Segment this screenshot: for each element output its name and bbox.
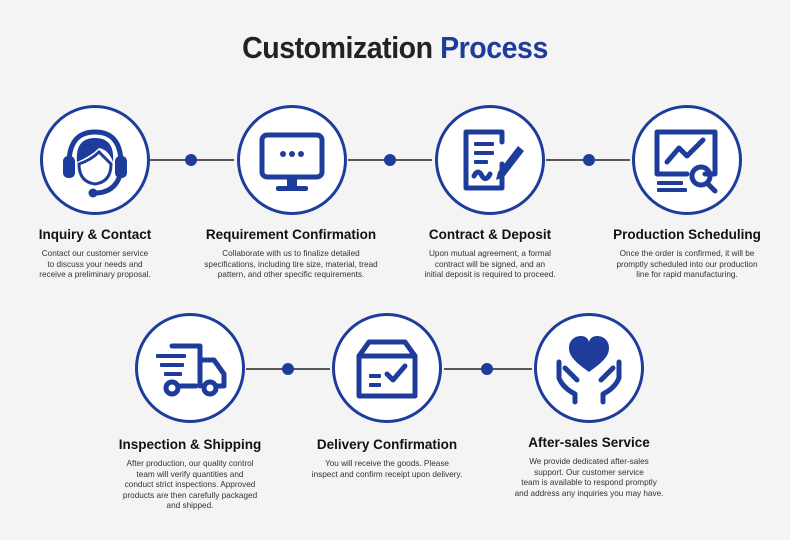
heart-hands-icon <box>556 336 622 405</box>
step-5-circle <box>135 313 245 423</box>
step-2-title: Requirement Confirmation <box>205 227 377 242</box>
step-4-title: Production Scheduling <box>613 227 761 242</box>
step-3-desc: Upon mutual agreement, a formal contract… <box>424 249 556 280</box>
connector-dot <box>583 154 595 166</box>
step-6-title: Delivery Confirmation <box>316 437 458 452</box>
connector-dot <box>384 154 396 166</box>
connector-dot <box>185 154 197 166</box>
connector-dot <box>282 363 294 375</box>
step-3-title: Contract & Deposit <box>428 227 552 242</box>
contract-sign-icon <box>463 129 524 191</box>
step-6-desc: You will receive the goods. Please inspe… <box>311 459 463 479</box>
step-5-title: Inspection & Shipping <box>118 437 262 452</box>
connector-dot <box>481 363 493 375</box>
step-2-desc: Collaborate with us to finalize detailed… <box>204 249 378 280</box>
step-1-title: Inquiry & Contact <box>38 227 152 242</box>
step-3-circle <box>435 105 545 215</box>
step-6-circle <box>332 313 442 423</box>
title-word-2: Process <box>440 30 548 65</box>
step-1-desc: Contact our customer service to discuss … <box>39 249 151 280</box>
page-title: Customization Process <box>32 30 759 66</box>
step-4-circle <box>632 105 742 215</box>
package-check-icon <box>356 339 418 399</box>
step-7-circle <box>534 313 644 423</box>
step-2-circle <box>237 105 347 215</box>
step-4-desc: Once the order is confirmed, it will be … <box>616 249 758 280</box>
delivery-truck-icon <box>156 343 227 397</box>
analytics-search-icon <box>654 129 718 194</box>
step-7-desc: We provide dedicated after-sales support… <box>514 457 664 498</box>
step-7-title: After-sales Service <box>528 435 650 450</box>
title-word-1: Customization <box>242 30 433 65</box>
headset-support-icon <box>63 129 127 198</box>
step-5-desc: After production, our quality control te… <box>122 459 258 511</box>
monitor-icon <box>259 132 325 191</box>
step-1-circle <box>40 105 150 215</box>
